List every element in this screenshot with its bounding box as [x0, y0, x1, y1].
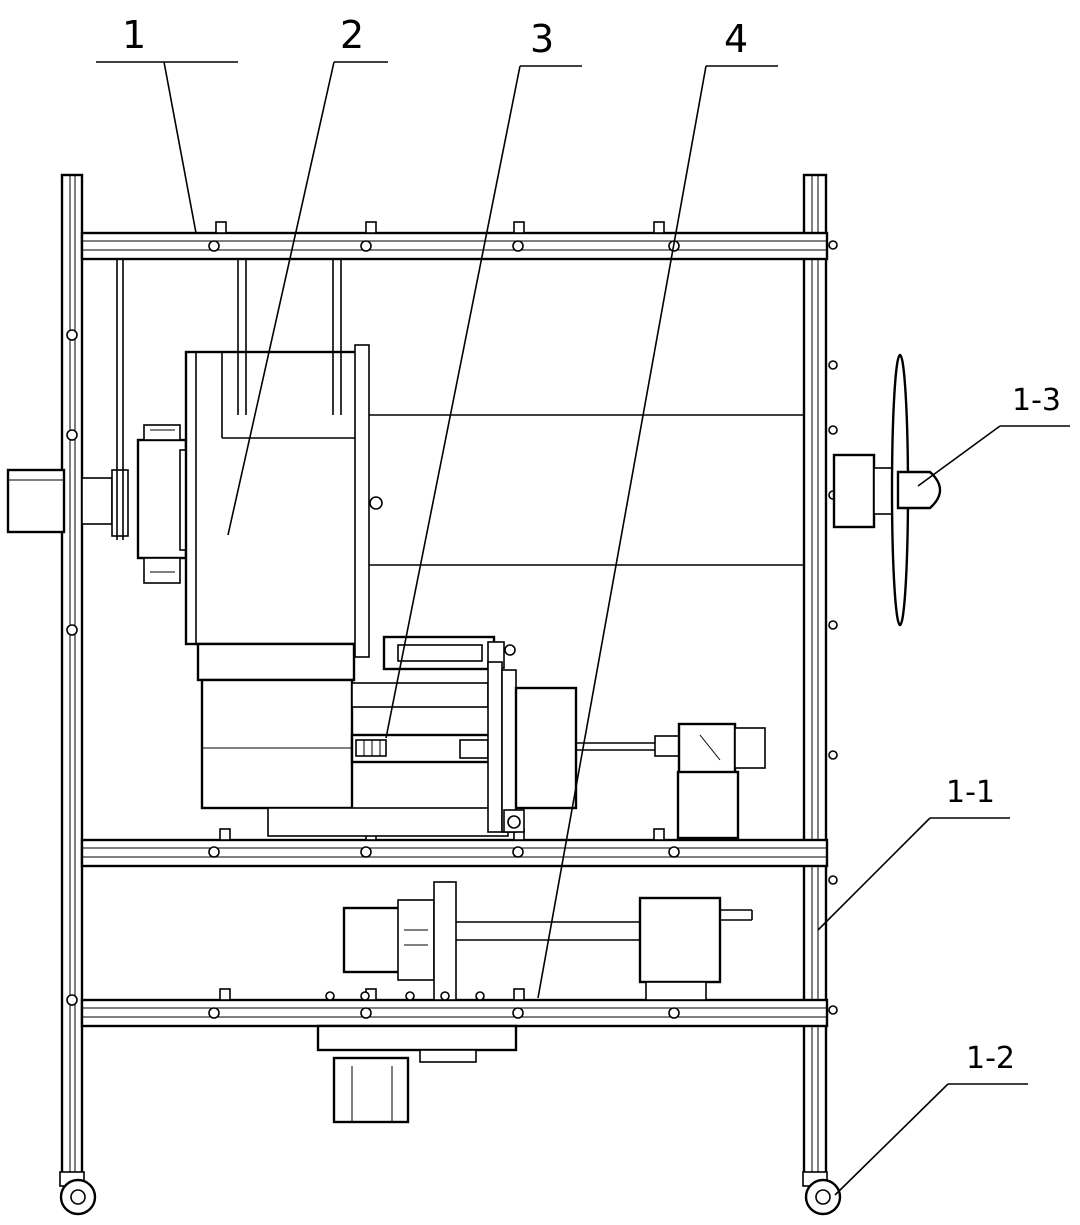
right-post: [802, 173, 838, 1187]
middle-beam: [80, 828, 829, 868]
drum-unit: [116, 259, 804, 837]
lower-mechanism: [316, 881, 753, 1124]
center-actuator: [576, 722, 766, 840]
leader-lines: [96, 61, 1070, 1196]
left-shaft-assembly: [6, 424, 193, 584]
callout-2: 2: [340, 13, 364, 57]
slide-mechanism: [350, 635, 578, 833]
callout-1: 1: [122, 13, 146, 57]
left-post: [60, 173, 84, 1187]
callout-1-1: 1-1: [946, 775, 995, 810]
top-beam: [80, 221, 829, 261]
callout-3: 3: [530, 17, 554, 61]
right-fan-assembly: [832, 353, 942, 627]
right-caster: [802, 1171, 842, 1216]
callout-4: 4: [724, 17, 748, 61]
bottom-beam: [80, 988, 829, 1028]
left-caster: [59, 1171, 97, 1216]
callout-1-3: 1-3: [1012, 383, 1061, 418]
callout-1-2: 1-2: [966, 1041, 1015, 1076]
frame: [59, 173, 842, 1216]
